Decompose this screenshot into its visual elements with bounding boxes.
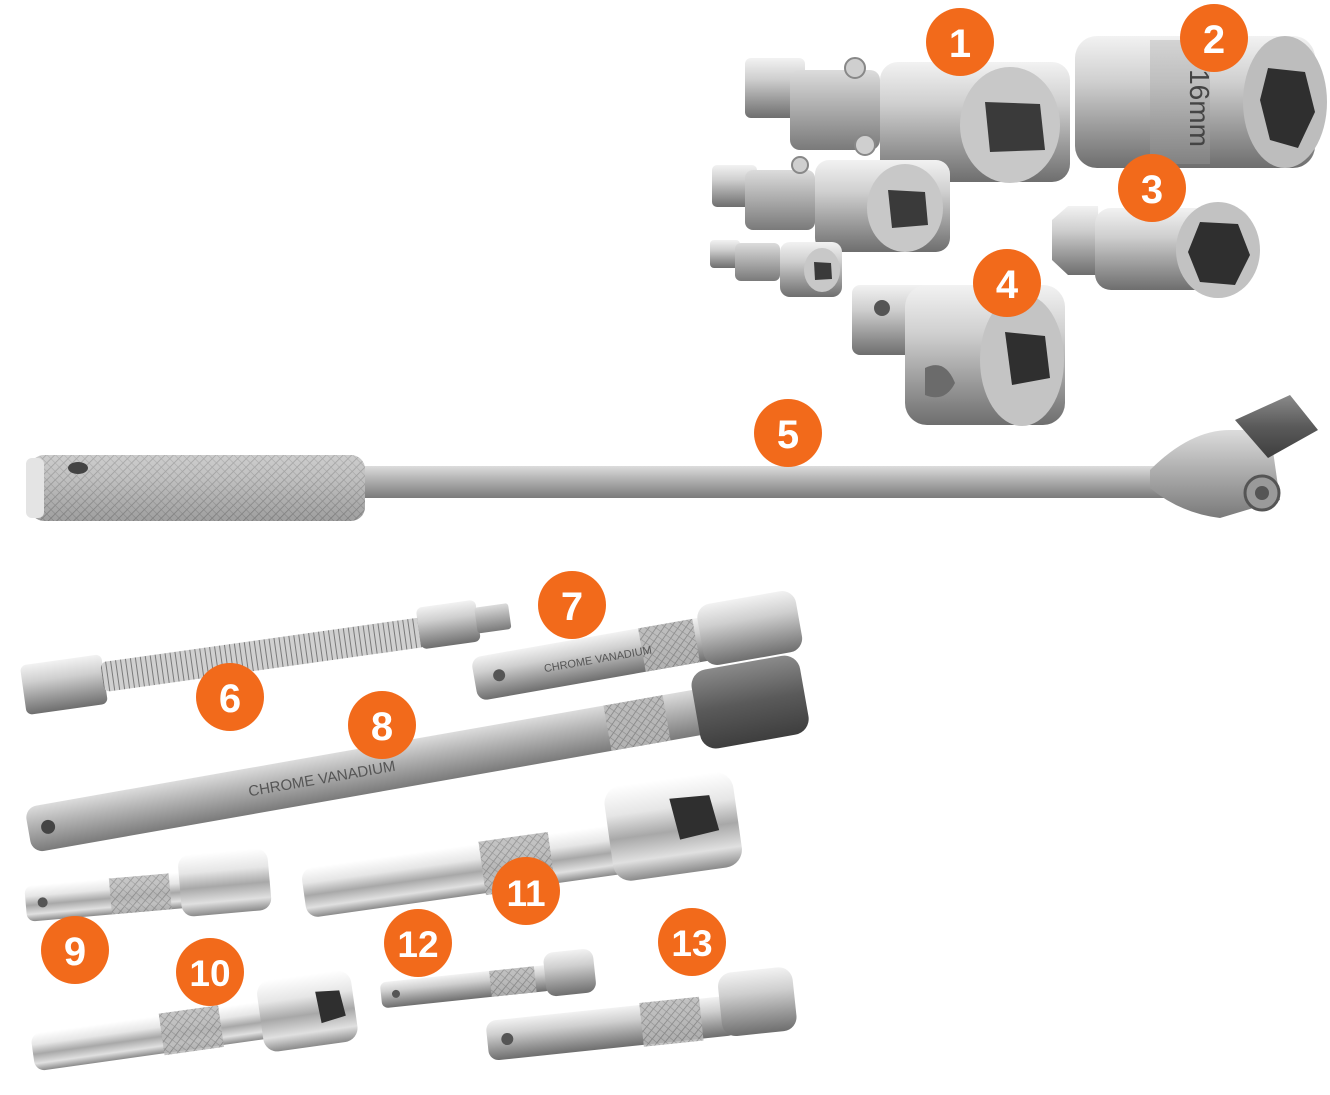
badge-1-number: 1 [949,22,971,66]
badge-9: 9 [41,916,109,984]
extension-bar-10 [31,970,358,1071]
badge-7-number: 7 [561,585,583,629]
universal-joint-small [710,240,842,297]
universal-joint-large [745,57,1070,183]
badge-5-number: 5 [777,413,799,457]
extension-bar-9 [24,848,272,922]
badge-13: 13 [658,908,726,976]
flexible-extension [20,600,512,715]
badge-10: 10 [176,938,244,1006]
badge-6-number: 6 [219,677,241,721]
deep-socket-engraving: 16mm [1184,69,1215,147]
deep-socket: 16mm [1075,36,1327,168]
spark-plug-socket [1052,202,1260,298]
badge-11-number: 11 [506,873,545,914]
badge-2: 2 [1180,4,1248,72]
badge-8-number: 8 [371,705,393,749]
badge-6: 6 [196,663,264,731]
socket-adapter [852,285,1065,426]
badge-3: 3 [1118,154,1186,222]
badge-9-number: 9 [64,930,86,974]
badge-13-number: 13 [671,923,712,964]
badge-12: 12 [384,909,452,977]
badge-12-number: 12 [397,924,438,965]
extension-bar-13 [486,967,797,1061]
badge-8: 8 [348,691,416,759]
badge-2-number: 2 [1203,18,1225,62]
badge-11: 11 [492,857,560,925]
badge-7: 7 [538,571,606,639]
breaker-bar [26,395,1318,521]
badge-1: 1 [926,8,994,76]
badge-10-number: 10 [189,953,230,994]
badge-3-number: 3 [1141,168,1163,212]
badge-5: 5 [754,399,822,467]
extension-bar-7: CHROME VANADIUM [472,591,803,700]
badge-4-number: 4 [996,263,1019,307]
badge-4: 4 [973,249,1041,317]
universal-joint-medium [712,156,950,252]
extension-bar-12 [380,949,596,1008]
